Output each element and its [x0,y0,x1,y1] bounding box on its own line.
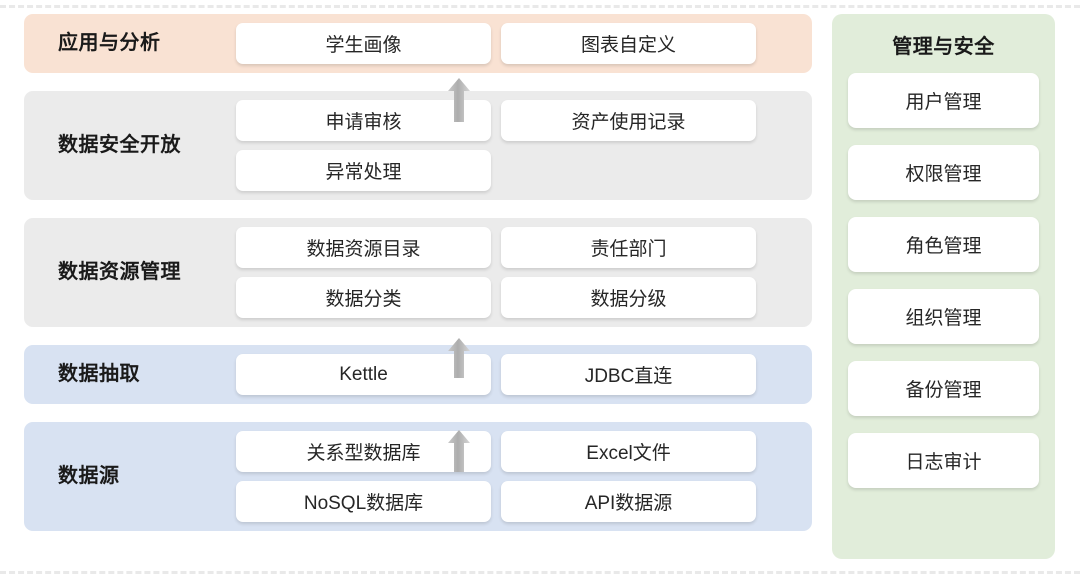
card-data-classification[interactable]: 数据分类 [236,277,491,318]
panel-card-permission-management[interactable]: 权限管理 [848,145,1039,200]
management-security-panel: 管理与安全 用户管理 权限管理 角色管理 组织管理 备份管理 日志审计 [832,14,1055,559]
card-responsible-department[interactable]: 责任部门 [501,227,756,268]
layer-label-data-security-open: 数据安全开放 [58,134,181,156]
card-chart-customization[interactable]: 图表自定义 [501,23,756,64]
panel-card-role-management[interactable]: 角色管理 [848,217,1039,272]
layer-label-application-analysis: 应用与分析 [58,32,161,54]
layer-cards-data-source: 关系型数据库 Excel文件 NoSQL数据库 API数据源 [236,431,800,522]
card-application-review[interactable]: 申请审核 [236,100,491,141]
panel-card-list: 用户管理 权限管理 角色管理 组织管理 备份管理 日志审计 [848,73,1039,504]
card-placeholder [501,150,756,191]
layer-data-source[interactable]: 数据源 关系型数据库 Excel文件 NoSQL数据库 API数据源 [24,422,812,531]
panel-card-log-audit[interactable]: 日志审计 [848,433,1039,488]
card-jdbc-direct[interactable]: JDBC直连 [501,354,756,395]
card-api-datasource[interactable]: API数据源 [501,481,756,522]
layer-cards-data-extraction: Kettle JDBC直连 [236,354,800,395]
layer-label-data-source: 数据源 [58,465,120,487]
layer-data-security-open[interactable]: 数据安全开放 申请审核 资产使用记录 异常处理 [24,91,812,200]
arrow-up-icon-extraction-to-resource [448,338,470,378]
panel-card-organization-management[interactable]: 组织管理 [848,289,1039,344]
layer-cards-data-security-open: 申请审核 资产使用记录 异常处理 [236,100,800,191]
card-relational-database[interactable]: 关系型数据库 [236,431,491,472]
layer-label-data-resource-management: 数据资源管理 [58,261,181,283]
layer-stack: 应用与分析 学生画像 图表自定义 数据安全开放 申请审核 资产使用记录 异常处理… [24,14,812,531]
arrow-up-icon-source-to-extraction [448,430,470,472]
top-dashed-divider [0,5,1080,8]
layer-cards-application-analysis: 学生画像 图表自定义 [236,23,800,64]
bottom-dashed-divider [0,571,1080,574]
panel-title-management-security: 管理与安全 [892,36,995,58]
panel-card-backup-management[interactable]: 备份管理 [848,361,1039,416]
layer-data-extraction[interactable]: 数据抽取 Kettle JDBC直连 [24,345,812,404]
card-excel-file[interactable]: Excel文件 [501,431,756,472]
layer-label-data-extraction: 数据抽取 [58,363,140,385]
card-asset-usage-record[interactable]: 资产使用记录 [501,100,756,141]
layer-data-resource-management[interactable]: 数据资源管理 数据资源目录 责任部门 数据分类 数据分级 [24,218,812,327]
card-data-resource-catalog[interactable]: 数据资源目录 [236,227,491,268]
card-kettle[interactable]: Kettle [236,354,491,395]
card-data-grading[interactable]: 数据分级 [501,277,756,318]
card-exception-handling[interactable]: 异常处理 [236,150,491,191]
arrow-up-icon-security-to-application [448,78,470,122]
layer-application-analysis[interactable]: 应用与分析 学生画像 图表自定义 [24,14,812,73]
card-nosql-database[interactable]: NoSQL数据库 [236,481,491,522]
layer-cards-data-resource-management: 数据资源目录 责任部门 数据分类 数据分级 [236,227,800,318]
panel-card-user-management[interactable]: 用户管理 [848,73,1039,128]
card-student-profile[interactable]: 学生画像 [236,23,491,64]
